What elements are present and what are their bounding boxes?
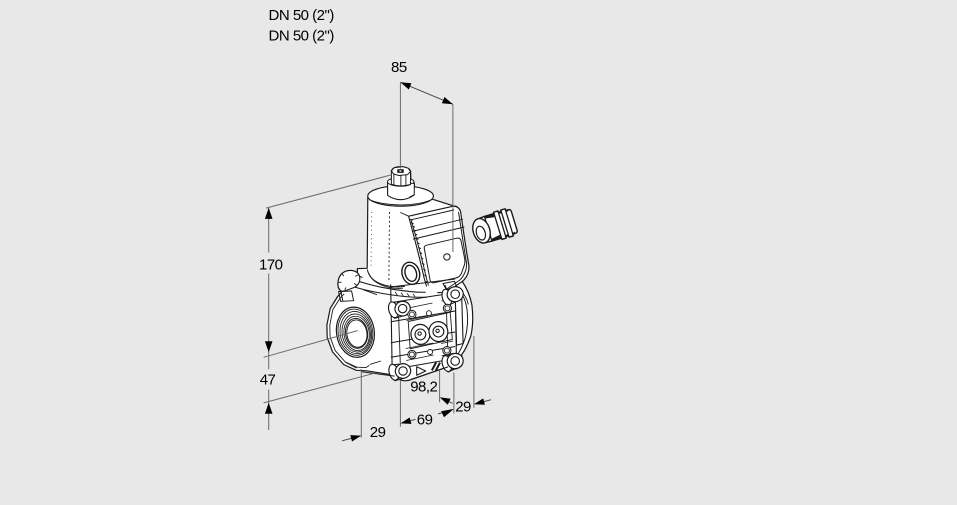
svg-text:170: 170 xyxy=(259,256,283,273)
svg-text:47: 47 xyxy=(260,372,276,389)
svg-text:DN 50 (2"): DN 50 (2") xyxy=(269,7,335,24)
svg-text:29: 29 xyxy=(455,399,471,416)
svg-text:85: 85 xyxy=(391,59,407,76)
svg-text:98,2: 98,2 xyxy=(410,378,437,395)
svg-text:69: 69 xyxy=(417,412,433,429)
svg-text:29: 29 xyxy=(370,424,386,441)
svg-text:DN 50 (2"): DN 50 (2") xyxy=(269,27,335,44)
